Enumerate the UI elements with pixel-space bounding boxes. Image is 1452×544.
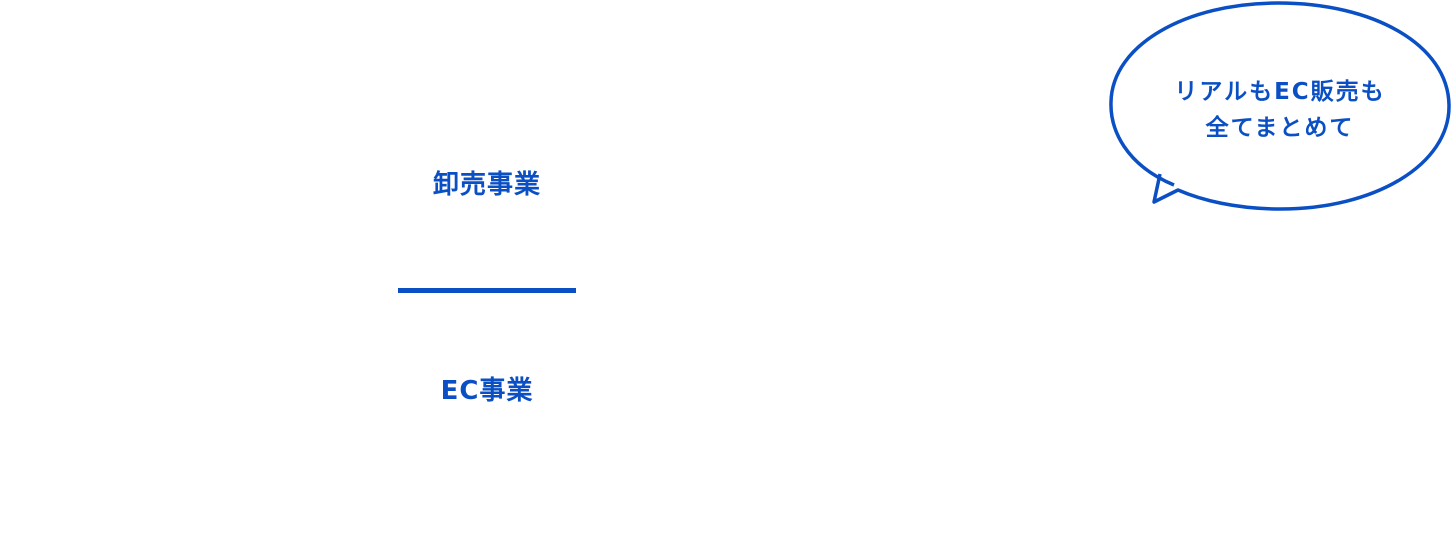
bubble-line-1: リアルもEC販売も	[1174, 79, 1386, 105]
bubble-line-2: 全てまとめて	[1205, 115, 1355, 141]
divider-line	[398, 288, 576, 293]
speech-bubble-icon	[1109, 1, 1451, 211]
ec-business-label: EC事業	[440, 376, 534, 406]
wholesale-business-label: 卸売事業	[432, 170, 541, 200]
speech-bubble-text: リアルもEC販売も 全てまとめて	[1146, 74, 1414, 146]
speech-bubble: リアルもEC販売も 全てまとめて	[1106, 0, 1452, 214]
